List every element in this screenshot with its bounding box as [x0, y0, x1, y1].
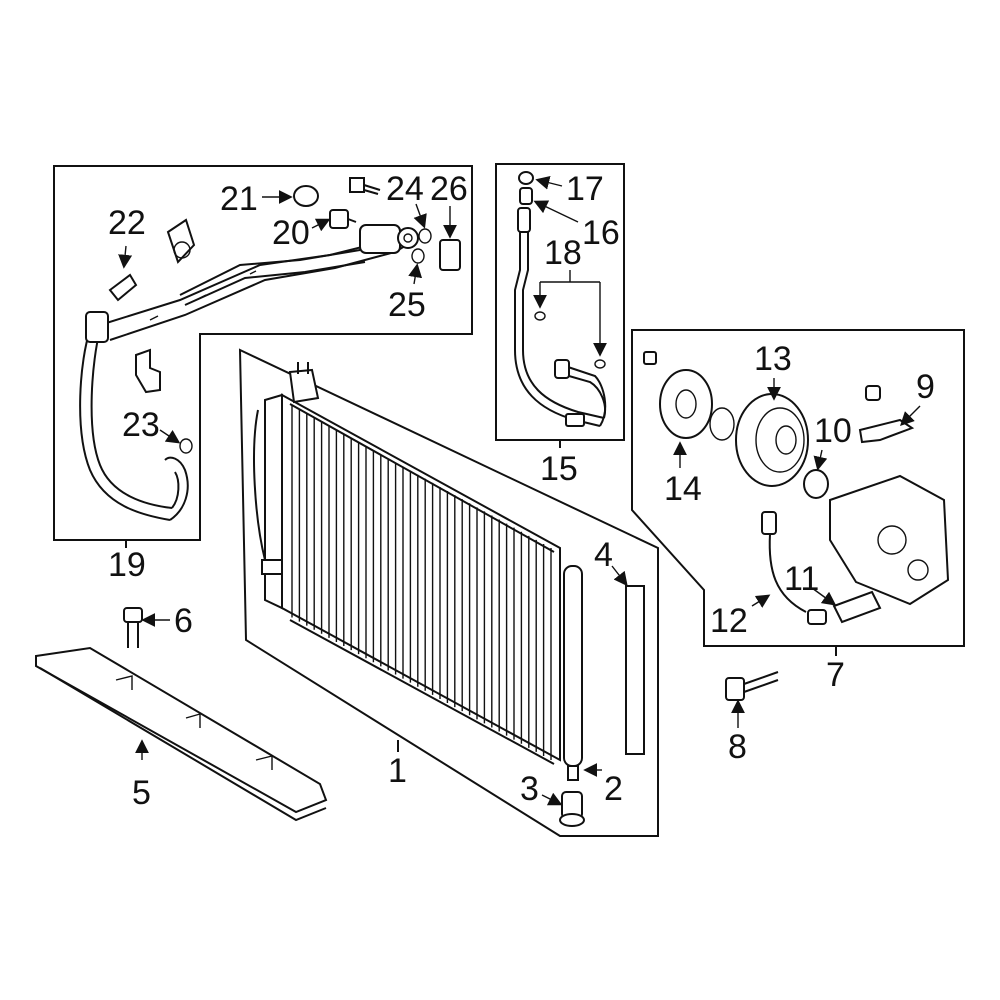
part-16-valve — [519, 187, 533, 205]
callout-3: 3 — [520, 770, 539, 808]
group-box-1 — [238, 348, 659, 837]
callout-13: 13 — [754, 340, 792, 378]
part-24-oring — [418, 228, 432, 244]
part-8-bolt — [725, 671, 779, 701]
part-14-clutch-hub — [659, 369, 713, 439]
part-26-switch — [439, 239, 461, 271]
part-22-clip — [108, 218, 196, 302]
callout-23: 23 — [122, 406, 160, 444]
callout-12: 12 — [710, 602, 748, 640]
part-3-drier-plug — [559, 791, 585, 827]
callout-22: 22 — [108, 204, 146, 242]
callout-7: 7 — [826, 656, 845, 694]
callout-1: 1 — [388, 752, 407, 790]
group-box-19 — [53, 165, 473, 541]
hose-assembly — [79, 224, 419, 521]
condenser — [253, 362, 561, 765]
callout-2: 2 — [604, 770, 623, 808]
bracket-19 — [135, 348, 161, 394]
callout-11: 11 — [784, 560, 820, 598]
callout-18: 18 — [544, 234, 582, 272]
callout-8: 8 — [728, 728, 747, 766]
part-21-cap — [293, 185, 319, 207]
compressor — [829, 474, 950, 606]
part-11-sensor — [807, 590, 882, 625]
part-18-oring-b — [594, 359, 606, 369]
part-9-bracket — [858, 385, 915, 444]
part-4-seal — [625, 585, 645, 755]
part-20-valve — [329, 209, 357, 229]
callout-14: 14 — [664, 470, 702, 508]
callout-26: 26 — [430, 170, 468, 208]
part-13-pulley — [735, 393, 809, 487]
liquid-line — [514, 207, 607, 427]
part-2-receiver — [563, 565, 583, 781]
callout-19: 19 — [108, 546, 146, 584]
part-17-cap — [518, 171, 534, 185]
callout-25: 25 — [388, 286, 426, 324]
part-6-bolt — [123, 607, 143, 648]
part-5-air-guard — [35, 646, 328, 822]
callout-20: 20 — [272, 214, 310, 252]
part-18-oring-a — [534, 311, 546, 321]
shim — [709, 407, 735, 441]
group-box-7 — [631, 329, 965, 647]
callout-6: 6 — [174, 602, 193, 640]
bolt-top — [349, 177, 381, 195]
callout-17: 17 — [566, 170, 604, 208]
callout-9: 9 — [916, 368, 935, 406]
callout-15: 15 — [540, 450, 578, 488]
part-23-oring — [179, 438, 193, 454]
part-12-harness — [761, 511, 807, 613]
callout-16: 16 — [582, 214, 620, 252]
callout-4: 4 — [594, 536, 613, 574]
callout-24: 24 — [386, 170, 424, 208]
callout-5: 5 — [132, 774, 151, 812]
part-10-coil — [803, 469, 829, 499]
callout-10: 10 — [814, 412, 852, 450]
bolt-7 — [643, 351, 657, 365]
callout-21: 21 — [220, 180, 258, 218]
part-25-oring — [411, 248, 425, 264]
